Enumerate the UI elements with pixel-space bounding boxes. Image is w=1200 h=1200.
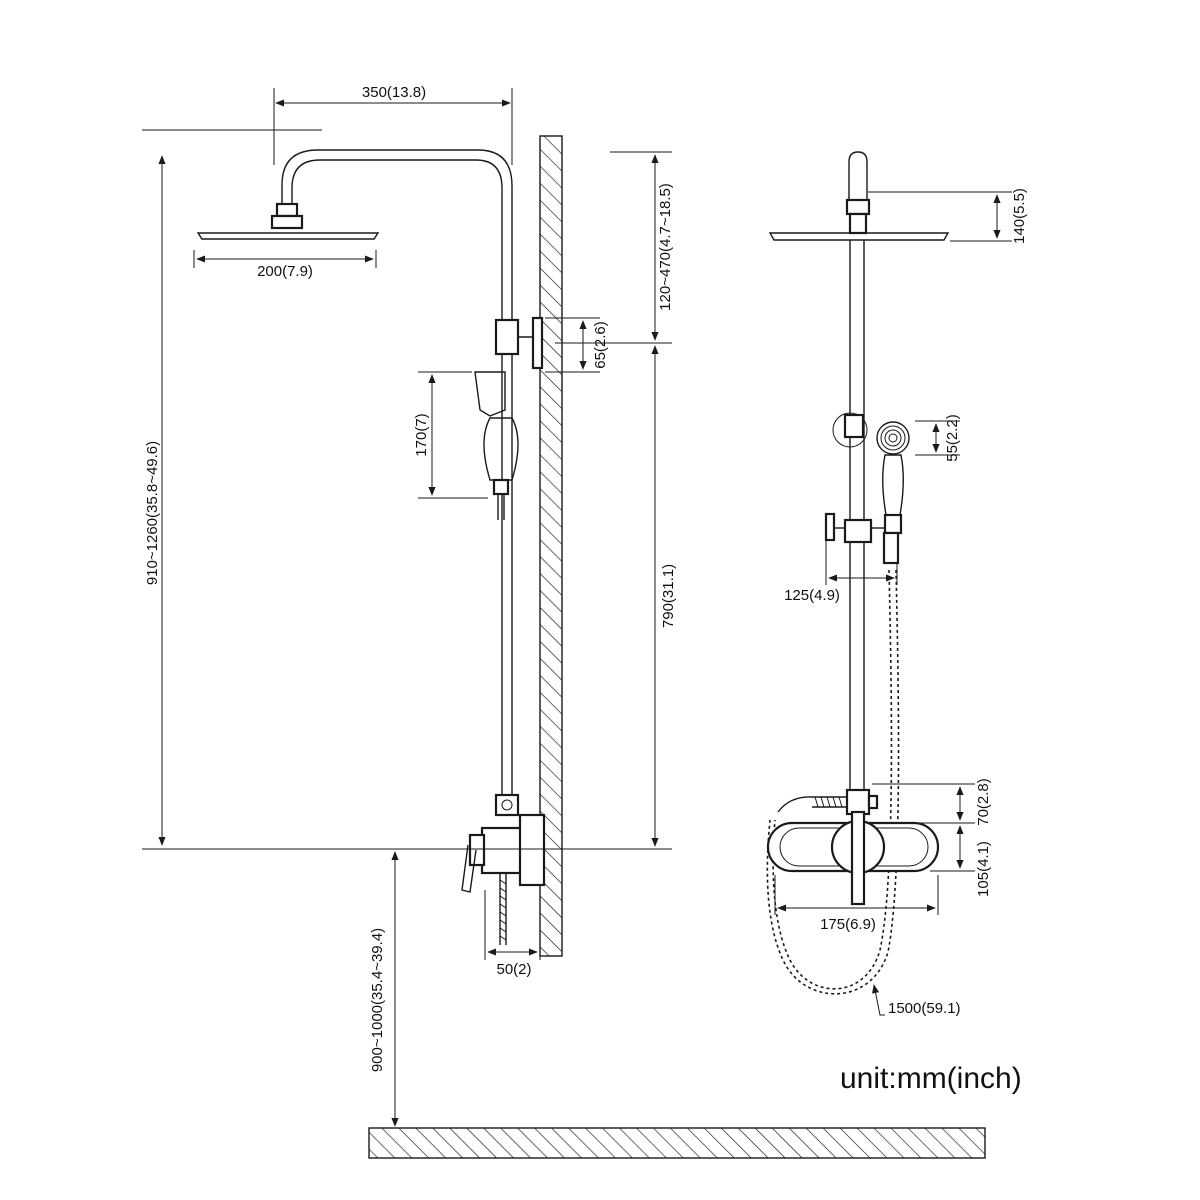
dim-valve-width: 175(6.9) — [820, 916, 876, 933]
valve-handle-front — [850, 810, 866, 906]
hand-shower-front — [876, 421, 910, 565]
lower-bracket — [494, 793, 520, 817]
dim-head-height-side: 140(5.5) — [1011, 188, 1028, 244]
mixer-valve-body — [480, 826, 524, 875]
dim-total-height: 910~1260(35.8~49.6) — [144, 441, 161, 585]
dim-wall-offset: 50(2) — [496, 961, 531, 978]
front-view — [766, 151, 1012, 1016]
dim-valve-top: 70(2.8) — [975, 778, 992, 826]
dim-floor-to-valve: 900~1000(35.4~39.4) — [369, 928, 386, 1072]
floor-hatch — [368, 1127, 986, 1159]
unit-label: unit:mm(inch) — [840, 1062, 1022, 1095]
dim-valve-height: 105(4.1) — [975, 841, 992, 897]
hand-shower-holder — [474, 371, 506, 417]
wall-hatch — [539, 135, 563, 957]
side-view — [142, 88, 672, 1127]
upper-bracket — [494, 318, 520, 356]
hose-dashed — [772, 569, 893, 990]
dim-hose-length: 1500(59.1) — [888, 1000, 961, 1017]
dim-arm-adjust: 120~470(4.7~18.5) — [657, 183, 674, 311]
dim-arm-length: 350(13.8) — [362, 84, 426, 101]
dim-holder-height: 170(7) — [413, 413, 430, 456]
dim-head-diameter: 200(7.9) — [257, 263, 313, 280]
rain-shower-head-front — [768, 232, 950, 241]
head-connector — [275, 202, 299, 218]
hand-shower — [483, 417, 519, 481]
dim-holder-offset: 125(4.9) — [784, 587, 840, 604]
dim-bracket-height: 65(2.6) — [592, 321, 609, 369]
rain-shower-head — [196, 232, 380, 240]
dim-rail-height: 790(31.1) — [660, 564, 677, 628]
shower-arm — [281, 149, 513, 800]
valve-lever — [461, 844, 477, 893]
dim-hand-shower-head: 55(2.2) — [944, 414, 961, 462]
